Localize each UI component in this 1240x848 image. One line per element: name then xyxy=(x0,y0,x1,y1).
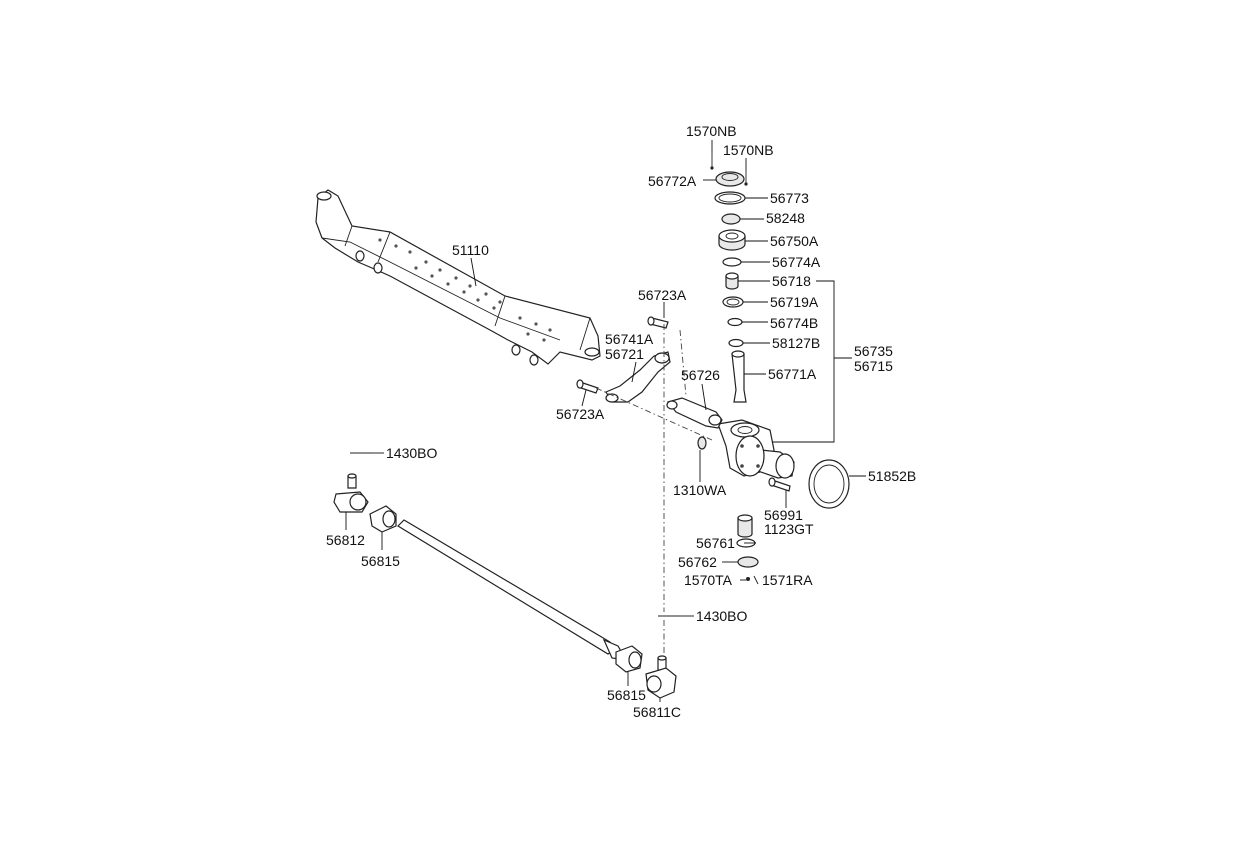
pin-1570ta[interactable] xyxy=(746,577,750,581)
label-56812[interactable]: 56812 xyxy=(326,532,365,548)
label-56815-left[interactable]: 56815 xyxy=(361,553,400,569)
nut-56762[interactable] xyxy=(737,556,759,568)
label-58248[interactable]: 58248 xyxy=(766,210,805,226)
dust-boot-lower[interactable] xyxy=(737,514,753,538)
bushing-56718[interactable] xyxy=(725,275,739,290)
label-56741a[interactable]: 56741A xyxy=(605,331,654,347)
shim-56774a[interactable] xyxy=(722,257,742,267)
label-56721[interactable]: 56721 xyxy=(605,346,644,362)
tie-rod-end-56812[interactable] xyxy=(333,473,369,513)
clamp-56815-left[interactable] xyxy=(369,505,397,533)
label-56761[interactable]: 56761 xyxy=(696,535,735,551)
label-56774a[interactable]: 56774A xyxy=(772,254,821,270)
label-56723a-bottom[interactable]: 56723A xyxy=(556,406,605,422)
label-56774b[interactable]: 56774B xyxy=(770,315,818,331)
label-56735[interactable]: 56735 xyxy=(854,343,893,359)
bolt-56723a-bottom[interactable] xyxy=(576,379,599,394)
bolt-56991[interactable] xyxy=(768,477,791,492)
washer-58127b[interactable] xyxy=(728,338,744,348)
washer-1310wa[interactable] xyxy=(697,436,707,450)
label-56811c[interactable]: 56811C xyxy=(633,704,681,720)
leader-lines xyxy=(345,140,866,702)
steering-knuckle[interactable] xyxy=(717,419,795,479)
tie-rod-end-56811c[interactable] xyxy=(645,655,677,699)
label-56762[interactable]: 56762 xyxy=(678,554,717,570)
label-56719a[interactable]: 56719A xyxy=(770,294,819,310)
shim-56774b[interactable] xyxy=(727,317,743,327)
clamp-56815-right[interactable] xyxy=(615,645,643,673)
label-56726[interactable]: 56726 xyxy=(681,367,720,383)
label-56771a[interactable]: 56771A xyxy=(768,366,817,382)
seal-56719a[interactable] xyxy=(722,296,744,308)
label-56815-right[interactable]: 56815 xyxy=(607,687,646,703)
label-56773[interactable]: 56773 xyxy=(770,190,809,206)
label-1430bo-left[interactable]: 1430BO xyxy=(386,445,437,461)
kingpin-stack xyxy=(710,153,748,403)
label-1430bo-bottom[interactable]: 1430BO xyxy=(696,608,747,624)
steering-arm-56726[interactable] xyxy=(666,397,723,429)
clip-1571ra[interactable] xyxy=(753,575,759,585)
label-58127b[interactable]: 58127B xyxy=(772,335,820,351)
part-labels: 1570NB 1570NB 56772A 56773 58248 56750A … xyxy=(326,123,916,720)
nut-58248[interactable] xyxy=(721,213,741,225)
label-56991[interactable]: 56991 xyxy=(764,507,803,523)
label-56772a[interactable]: 56772A xyxy=(648,173,697,189)
tie-rod[interactable] xyxy=(397,519,628,661)
oil-seal-51852b[interactable] xyxy=(808,459,850,509)
label-1570ta[interactable]: 1570TA xyxy=(684,572,733,588)
label-1571ra[interactable]: 1571RA xyxy=(762,572,813,588)
bolt-56723a-top[interactable] xyxy=(647,316,669,329)
label-1123gt[interactable]: 1123GT xyxy=(764,521,814,537)
label-1570nb-side[interactable]: 1570NB xyxy=(723,142,774,158)
label-51852b[interactable]: 51852B xyxy=(868,468,916,484)
label-56718[interactable]: 56718 xyxy=(772,273,811,289)
label-56750a[interactable]: 56750A xyxy=(770,233,819,249)
kingpin-56771a[interactable] xyxy=(731,353,747,403)
label-51110[interactable]: 51110 xyxy=(452,242,489,258)
cap-56772a[interactable] xyxy=(715,171,745,187)
label-56723a-top[interactable]: 56723A xyxy=(638,287,687,303)
label-1310wa[interactable]: 1310WA xyxy=(673,482,727,498)
label-56715[interactable]: 56715 xyxy=(854,358,893,374)
front-axle-beam[interactable] xyxy=(315,189,601,366)
label-1570nb-top[interactable]: 1570NB xyxy=(686,123,737,139)
